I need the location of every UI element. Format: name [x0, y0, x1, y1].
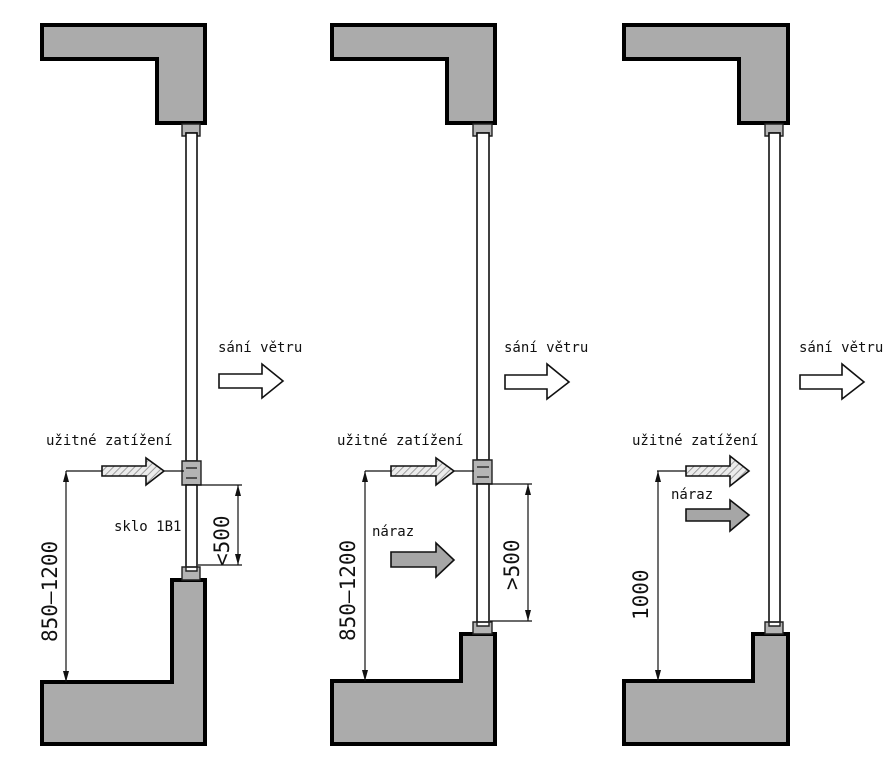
- wind-arrow-icon: [218, 362, 285, 400]
- panel-1: sání větru užitné zatížení 850–1200 sklo…: [38, 23, 302, 746]
- lower-glass: [476, 483, 490, 623]
- load-label: užitné zatížení: [632, 433, 758, 449]
- parapet-wall: [330, 632, 497, 746]
- bottom-frame: [181, 566, 201, 581]
- load-label: užitné zatížení: [46, 433, 172, 449]
- glass-label: sklo 1B1: [114, 519, 181, 535]
- upper-glass: [476, 132, 490, 461]
- height-dimension: 1000: [629, 569, 653, 620]
- wind-label: sání větru: [504, 340, 588, 356]
- wind-label: sání větru: [218, 340, 302, 356]
- panel-3: sání větru užitné zatížení 1000 náraz: [622, 23, 883, 746]
- glass-dimension: <500: [210, 515, 234, 566]
- height-dimension: 850–1200: [38, 541, 62, 642]
- wind-arrow-icon: [799, 362, 866, 401]
- parapet-wall: [622, 632, 790, 746]
- impact-arrow-icon: [685, 498, 751, 533]
- middle-transom: [181, 460, 202, 486]
- parapet-wall: [40, 578, 207, 746]
- impact-label: náraz: [671, 487, 713, 503]
- ceiling-slab: [622, 23, 790, 125]
- panel-2: sání větru užitné zatížení 850–1200 nára…: [330, 23, 588, 746]
- glass-pane: [768, 132, 781, 623]
- middle-transom: [472, 459, 493, 485]
- load-arrow-icon: [101, 456, 166, 487]
- height-dimension: 850–1200: [336, 540, 360, 641]
- ceiling-slab: [40, 23, 207, 125]
- load-arrow-icon: [390, 456, 456, 487]
- lower-glass: [185, 484, 198, 568]
- impact-label: náraz: [372, 524, 414, 540]
- bottom-frame: [764, 621, 784, 635]
- glass-dimension: >500: [500, 539, 524, 590]
- impact-arrow-icon: [390, 541, 456, 579]
- bottom-frame: [472, 621, 493, 635]
- ceiling-slab: [330, 23, 497, 125]
- wind-arrow-icon: [504, 362, 571, 401]
- load-arrow-icon: [685, 454, 751, 488]
- load-label: užitné zatížení: [337, 433, 463, 449]
- wind-label: sání větru: [799, 340, 883, 356]
- upper-glass: [185, 132, 198, 462]
